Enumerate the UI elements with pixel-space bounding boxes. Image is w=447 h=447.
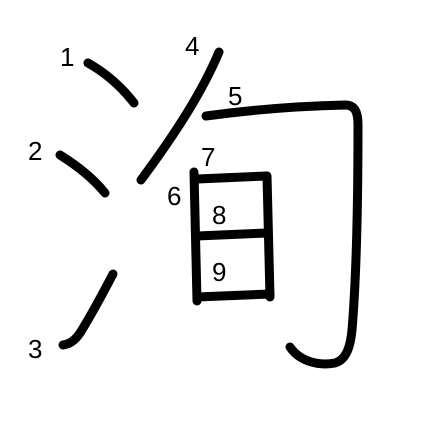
stroke-number-6: 6 — [167, 181, 182, 211]
stroke-number-5: 5 — [228, 81, 243, 111]
stroke-5 — [201, 100, 363, 369]
stroke-1 — [83, 58, 139, 108]
stroke-number-9: 9 — [212, 257, 227, 287]
stroke-number-3: 3 — [28, 334, 43, 364]
stroke-9 — [192, 289, 275, 302]
stroke-number-7: 7 — [201, 142, 216, 172]
stroke-3 — [58, 269, 118, 350]
stroke-8 — [192, 228, 272, 241]
stroke-number-2: 2 — [28, 136, 43, 166]
stroke-7 — [192, 171, 275, 302]
stroke-number-1: 1 — [60, 42, 75, 72]
stroke-number-8: 8 — [212, 200, 227, 230]
stroke-4 — [136, 47, 224, 185]
stroke-2 — [55, 150, 110, 198]
stroke-number-4: 4 — [185, 31, 200, 61]
